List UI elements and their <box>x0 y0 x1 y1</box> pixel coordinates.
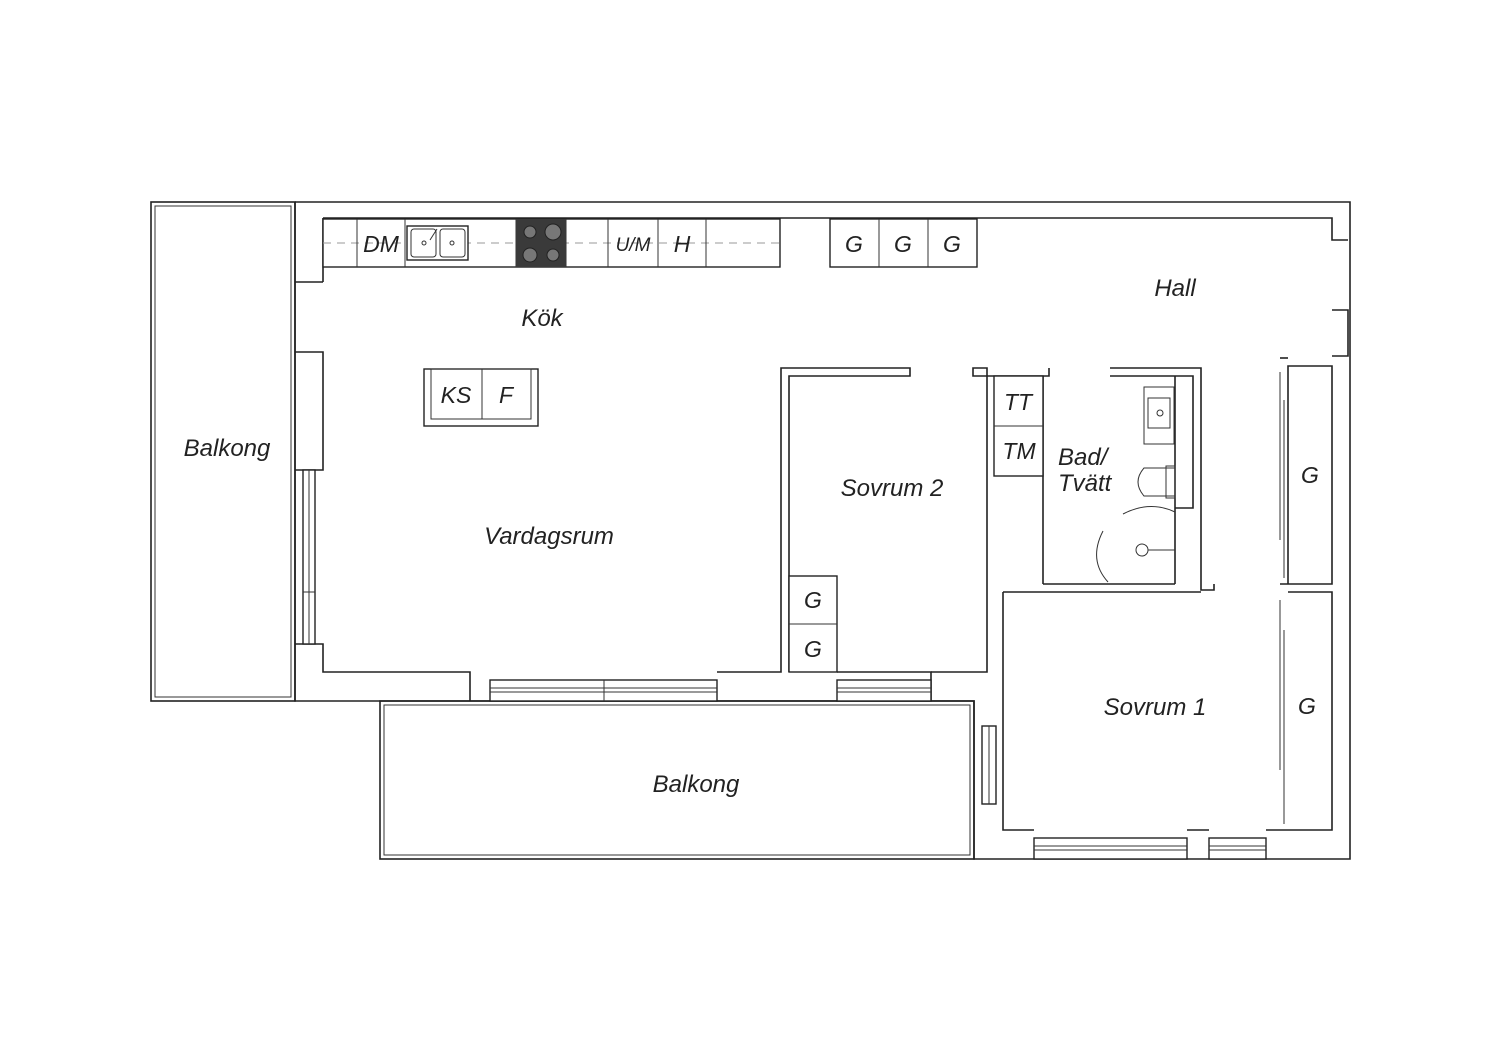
laundry-machines <box>993 375 1044 477</box>
fridge-freezer-unit <box>423 368 539 427</box>
shower-icon <box>1096 506 1176 583</box>
room-label-kok: Kök <box>521 305 564 332</box>
fixture-label-g-hall-1: G <box>845 231 863 257</box>
window-west <box>302 469 316 645</box>
window-south-bedroom2 <box>836 679 932 702</box>
fixture-label-g-hall-2: G <box>894 231 912 257</box>
inner-wall <box>323 217 1348 241</box>
fixture-label-g-sovrum2-1: G <box>804 587 822 613</box>
fixture-label-tm: TM <box>1002 438 1036 464</box>
fixture-label-dm: DM <box>363 231 400 257</box>
room-label-balkong-south: Balkong <box>653 771 740 798</box>
outer-wall <box>294 201 1351 860</box>
room-label-tvatt: Tvätt <box>1058 470 1113 497</box>
fixture-label-g-east-upper: G <box>1301 462 1319 488</box>
fixture-label-tt: TT <box>1004 389 1034 415</box>
room-label-bad: Bad/ <box>1058 444 1110 471</box>
sink-icon <box>406 225 469 261</box>
toilet-icon <box>1137 465 1176 499</box>
room-label-sovrum2: Sovrum 2 <box>841 475 944 502</box>
fixture-label-f: F <box>499 382 515 408</box>
stove-icon <box>516 219 566 267</box>
fixture-label-g-hall-3: G <box>943 231 961 257</box>
room-label-balkong-west: Balkong <box>184 435 271 462</box>
room-label-vardagsrum: Vardagsrum <box>484 523 614 550</box>
fixture-label-h: H <box>674 231 691 257</box>
hall-wardrobes <box>829 218 978 268</box>
washbasin-icon <box>1143 386 1175 445</box>
fixture-label-g-sovrum2-2: G <box>804 636 822 662</box>
east-wardrobes <box>1279 372 1285 824</box>
room-label-sovrum1: Sovrum 1 <box>1104 694 1207 721</box>
window-balcony-door <box>981 725 997 805</box>
window-south-living <box>489 679 718 702</box>
window-south-bedroom1 <box>1033 837 1267 860</box>
bedroom2-wardrobes <box>788 575 838 673</box>
room-label-hall: Hall <box>1154 275 1196 302</box>
fixture-label-ks: KS <box>441 382 472 408</box>
fixture-label-um: U/M <box>616 235 651 256</box>
fixture-label-g-east-lower: G <box>1298 693 1316 719</box>
